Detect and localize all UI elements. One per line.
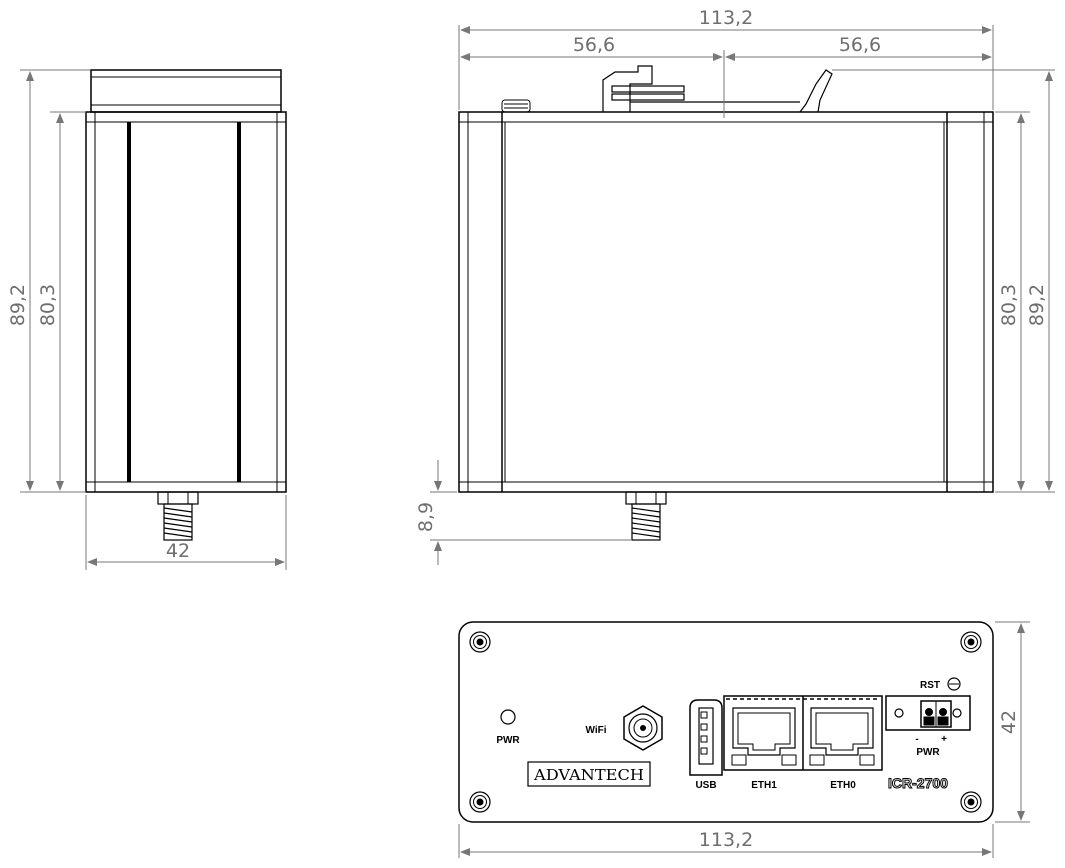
dim-connector-height: 8,9: [415, 502, 437, 532]
wifi-label: WiFi: [585, 725, 606, 736]
rst-label: RST: [920, 680, 940, 691]
dim-top-total-width: 113,2: [699, 7, 753, 29]
wifi-antenna-connector-icon: [623, 705, 663, 751]
power-minus-label: -: [915, 734, 918, 745]
screw-icon: [960, 791, 982, 813]
dim-front-width: 113,2: [699, 829, 753, 851]
reset-button-icon: [947, 677, 961, 691]
eth1-port-icon: [731, 707, 797, 766]
usb-port-icon: [689, 699, 723, 776]
power-label: PWR: [916, 747, 940, 758]
usb-label: USB: [695, 780, 716, 791]
pwr-led-label: PWR: [496, 735, 520, 746]
screw-icon: [960, 631, 982, 653]
pwr-led-icon: [500, 709, 516, 725]
dim-top-half-right: 56,6: [839, 34, 881, 56]
brand-logo: ADVANTECH: [533, 766, 644, 784]
side-view: 42 89,2 80,3: [7, 69, 287, 570]
din-rail-clip: [602, 65, 833, 113]
dim-top-height-body: 80,3: [998, 284, 1020, 326]
brand-plate: [527, 761, 651, 787]
front-view: PWR WiFi ADVANTECH USB: [458, 621, 1030, 858]
top-knob: [501, 99, 531, 113]
dim-top-height-outer: 89,2: [1026, 284, 1048, 326]
dim-front-height: 42: [998, 710, 1020, 734]
screw-icon: [469, 791, 491, 813]
power-plus-label: +: [941, 734, 947, 745]
model-label: ICR-2700: [888, 775, 948, 791]
eth0-label: ETH0: [830, 780, 856, 791]
top-antenna-connector: [625, 491, 667, 541]
power-terminal-icon: [885, 695, 971, 731]
screw-icon: [469, 631, 491, 653]
antenna-connector: [157, 491, 199, 541]
eth1-label: ETH1: [751, 780, 777, 791]
dim-side-height-body: 80,3: [37, 284, 59, 326]
dim-side-height-outer: 89,2: [7, 284, 29, 326]
eth0-port-icon: [809, 707, 875, 766]
top-view: 113,2 56,6 56,6 80,3 89,2 8,9: [415, 7, 1055, 565]
dim-top-half-left: 56,6: [573, 34, 615, 56]
dim-side-width: 42: [166, 540, 190, 562]
